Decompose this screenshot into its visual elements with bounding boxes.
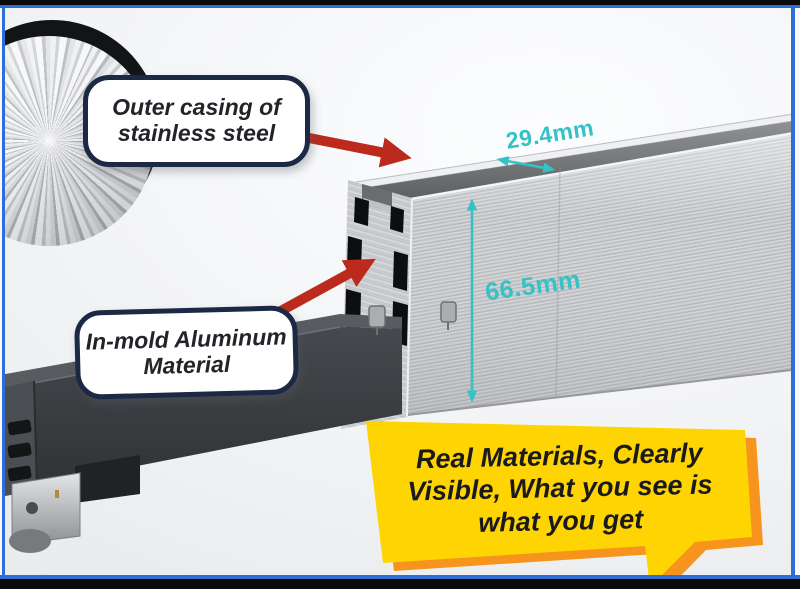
frame-right-white-line	[795, 8, 800, 575]
speech-banner	[366, 421, 763, 589]
carriage-bolt	[26, 502, 38, 514]
frame-top-black-bar	[0, 0, 800, 5]
roller-carriage	[9, 455, 140, 553]
outer-casing-arrow-icon	[298, 131, 412, 168]
callout-in-mold: In-mold Aluminum Material	[73, 305, 300, 400]
mounting-clips	[368, 301, 457, 335]
frame-right-blue-line	[791, 8, 795, 575]
callout-outer-casing: Outer casing of stainless steel	[83, 75, 310, 167]
width-dimension-arrow-icon	[496, 156, 556, 173]
callout-in-mold-line2: Material	[143, 350, 231, 379]
cross-section-cavities	[345, 197, 408, 346]
frame-bottom-black-bar	[0, 579, 800, 589]
aluminum-track	[341, 112, 800, 429]
callout-outer-casing-line1: Outer casing of	[112, 94, 281, 121]
banner-bubble	[366, 421, 752, 587]
frame-left-white-line	[0, 8, 2, 575]
roller-wheel	[9, 529, 51, 553]
frame-left-blue-line	[2, 8, 5, 575]
rail-end-slots	[7, 419, 32, 482]
callout-outer-casing-line2: stainless steel	[117, 120, 276, 146]
callout-in-mold-line1: In-mold Aluminum	[85, 323, 287, 355]
banner-text: Real Materials, Clearly Visible, What yo…	[389, 436, 731, 541]
brass-pin	[55, 490, 59, 498]
dimension-arrows	[466, 156, 556, 403]
frame-bottom-blue-line	[0, 575, 800, 579]
frame-top-blue-line	[0, 5, 800, 8]
